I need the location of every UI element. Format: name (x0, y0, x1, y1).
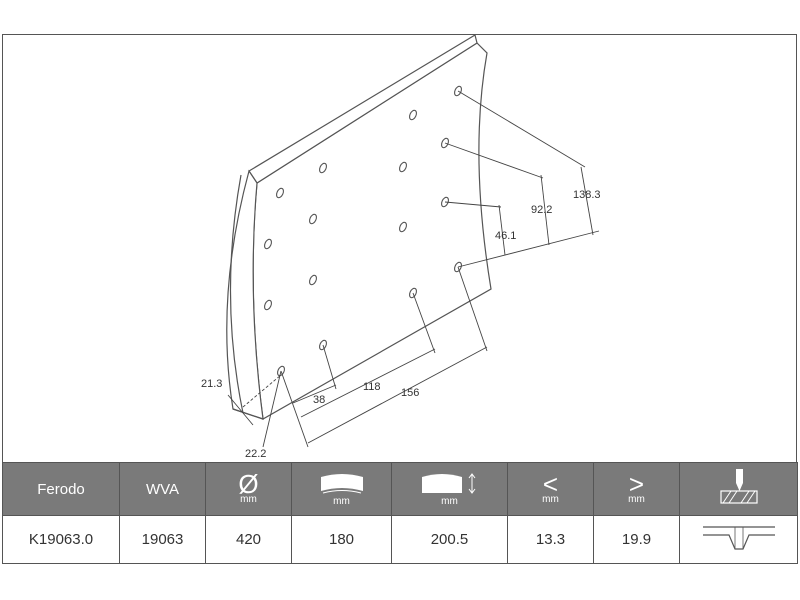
header-width: mm (291, 462, 392, 516)
min-thickness-icon: < (542, 469, 559, 499)
header-ferodo: Ferodo (2, 462, 120, 516)
unit-label: mm (441, 496, 458, 507)
rivet-hole (309, 274, 317, 286)
dim-156: 156 (401, 387, 419, 399)
rivet-hole (264, 238, 272, 250)
dim-118: 118 (363, 381, 381, 393)
rivet-hole (264, 299, 272, 311)
value-wva: 19063 (119, 515, 206, 564)
spec-header-row: Ferodo WVA Ø mm mm (2, 462, 798, 516)
dim-46: 46.1 (495, 230, 516, 242)
value-rivet-profile (679, 515, 798, 564)
rivet-hole (319, 162, 327, 174)
unit-label: mm (240, 494, 257, 505)
unit-label: mm (628, 494, 645, 505)
rivet-hole (399, 221, 407, 233)
spec-value-row: K19063.0 19063 420 180 200.5 13.3 19.9 (2, 515, 798, 564)
dim-21: 21.3 (201, 378, 222, 390)
value-ferodo: K19063.0 (2, 515, 120, 564)
dim-38: 38 (313, 394, 325, 406)
unit-label: mm (542, 494, 559, 505)
rivet-holes (264, 85, 462, 377)
rivet-hole (276, 187, 284, 199)
header-length: mm (391, 462, 508, 516)
rivet-drill-icon (719, 469, 758, 504)
value-diameter: 420 (205, 515, 292, 564)
arc-length-icon (421, 473, 475, 494)
value-width: 180 (291, 515, 392, 564)
max-thickness-icon: > (628, 469, 645, 499)
unit-label: mm (333, 496, 350, 507)
arc-width-icon (320, 474, 363, 494)
dim-22: 22.2 (245, 448, 266, 460)
value-length: 200.5 (391, 515, 508, 564)
header-max: > mm (593, 462, 680, 516)
value-max: 19.9 (593, 515, 680, 564)
dim-92: 92.2 (531, 204, 552, 216)
dim-138: 138.3 (573, 189, 601, 201)
rivet-hole (309, 213, 317, 225)
rivet-hole (399, 161, 407, 173)
header-rivet (679, 462, 798, 516)
header-wva: WVA (119, 462, 206, 516)
brake-lining-drawing: 138.3 92.2 46.1 21.3 22.2 38 118 156 (3, 35, 798, 463)
header-min: < mm (507, 462, 594, 516)
rivet-profile-icon (702, 525, 775, 550)
value-min: 13.3 (507, 515, 594, 564)
header-diameter: Ø mm (205, 462, 292, 516)
rivet-hole (409, 109, 417, 121)
spec-table: Ferodo WVA Ø mm mm (2, 462, 798, 564)
diameter-icon: Ø (238, 469, 259, 499)
